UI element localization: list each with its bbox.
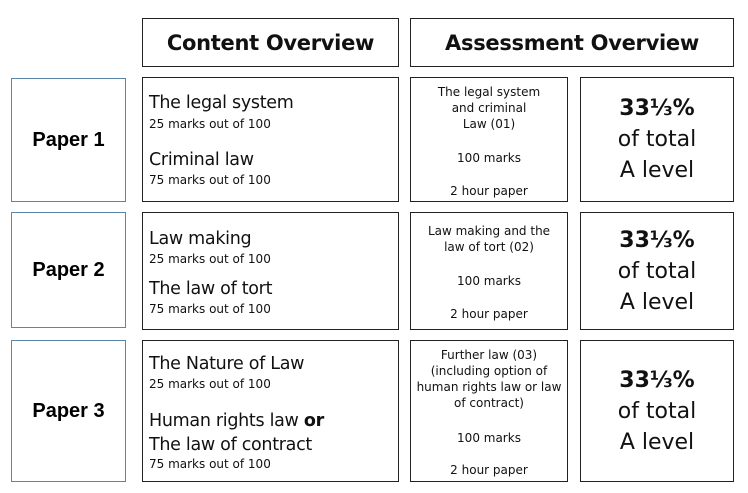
paper-3-assessment-name-2: (including option of <box>430 364 548 378</box>
paper-3-assessment-duration: 2 hour paper <box>450 463 528 477</box>
paper-1-content-title-2: Criminal law <box>149 150 254 170</box>
paper-3-content-box: The Nature of Law 25 marks out of 100 Hu… <box>142 340 399 482</box>
paper-3-content-marks-2: 75 marks out of 100 <box>149 457 271 471</box>
content-overview-title: Content Overview <box>166 30 375 55</box>
paper-1-label: Paper 1 <box>32 128 105 151</box>
paper-2-label-box: Paper 2 <box>11 212 126 328</box>
paper-1-share-line1: of total <box>617 127 697 152</box>
paper-3-label-box: Paper 3 <box>11 340 126 482</box>
paper-1-assessment-name-3: Law (01) <box>462 117 516 131</box>
paper-2-share-box: 33⅓% of total A level <box>580 212 734 330</box>
paper-2-assessment-name-1: Law making and the <box>427 224 551 238</box>
assessment-overview-header: Assessment Overview <box>410 18 734 67</box>
paper-3-content-title-2b: The law of contract <box>149 435 312 455</box>
paper-2-share-line2: A level <box>619 289 695 315</box>
paper-3-content-or: or <box>303 411 324 431</box>
paper-3-assessment-marks: 100 marks <box>457 431 521 445</box>
paper-2-content-marks-1: 25 marks out of 100 <box>149 252 271 266</box>
paper-3-content-title-2a: Human rights law or <box>149 411 324 431</box>
paper-1-content-marks-1: 25 marks out of 100 <box>149 117 271 131</box>
paper-1-assessment-name-1: The legal system <box>437 85 541 99</box>
paper-3-content-marks-1: 25 marks out of 100 <box>149 377 271 391</box>
paper-2-content-box: Law making 25 marks out of 100 The law o… <box>142 212 399 330</box>
paper-3-share-percent: 33⅓% <box>619 367 695 393</box>
paper-1-content-title-1: The legal system <box>149 93 294 113</box>
paper-1-share-percent: 33⅓% <box>619 96 695 121</box>
paper-2-assessment-name-2: law of tort (02) <box>444 240 534 254</box>
paper-2-assessment-duration: 2 hour paper <box>450 307 528 321</box>
paper-1-share-box: 33⅓% of total A level <box>580 77 734 202</box>
paper-3-assessment-box: Further law (03) (including option of hu… <box>410 340 568 482</box>
paper-3-share-box: 33⅓% of total A level <box>580 340 734 482</box>
paper-2-assessment-box: Law making and the law of tort (02) 100 … <box>410 212 568 330</box>
paper-3-share-line2: A level <box>619 429 695 455</box>
paper-1-share-line2: A level <box>619 158 695 183</box>
paper-1-assessment-name-2: and criminal <box>451 101 527 115</box>
paper-2-share-percent: 33⅓% <box>619 227 695 253</box>
paper-2-content-title-2: The law of tort <box>149 279 273 299</box>
paper-3-assessment-name-1: Further law (03) <box>440 348 538 362</box>
assessment-overview-title: Assessment Overview <box>445 30 699 55</box>
paper-1-assessment-duration: 2 hour paper <box>450 184 528 198</box>
paper-3-label: Paper 3 <box>32 399 105 422</box>
paper-2-assessment-marks: 100 marks <box>457 274 521 288</box>
content-overview-header: Content Overview <box>142 18 399 67</box>
paper-3-content-title-1: The Nature of Law <box>149 354 305 374</box>
paper-3-content-title-2a-text: Human rights law <box>149 411 299 431</box>
paper-1-content-marks-2: 75 marks out of 100 <box>149 173 271 187</box>
paper-1-label-box: Paper 1 <box>11 78 126 202</box>
paper-2-content-marks-2: 75 marks out of 100 <box>149 302 271 316</box>
paper-1-assessment-marks: 100 marks <box>457 151 521 165</box>
paper-2-share-line1: of total <box>617 258 697 284</box>
paper-1-assessment-box: The legal system and criminal Law (01) 1… <box>410 77 568 202</box>
paper-3-assessment-name-3: human rights law or law <box>416 380 562 394</box>
paper-2-content-title-1: Law making <box>149 229 252 249</box>
paper-3-assessment-name-4: of contract) <box>454 396 524 410</box>
paper-1-content-box: The legal system 25 marks out of 100 Cri… <box>142 77 399 202</box>
paper-3-share-line1: of total <box>617 398 697 424</box>
paper-2-label: Paper 2 <box>32 258 105 281</box>
